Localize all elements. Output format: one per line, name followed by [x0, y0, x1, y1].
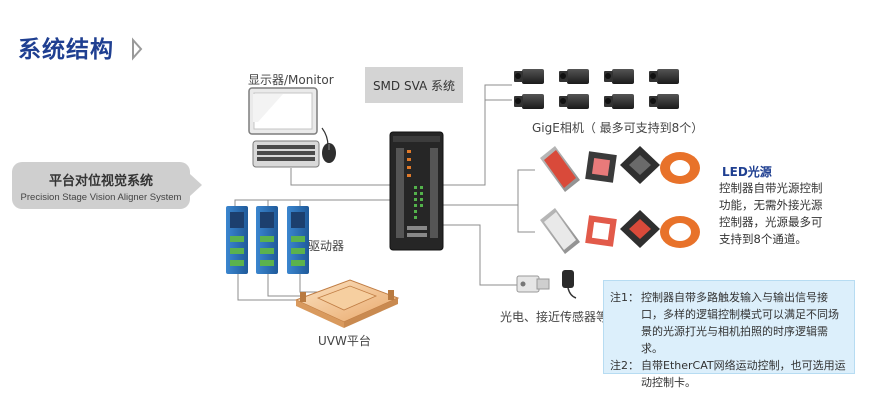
note-label: 注1： — [610, 291, 639, 304]
section-heading: 系统结构 — [18, 37, 114, 63]
pill-arrow-icon — [190, 174, 202, 196]
note-item: 注1： 控制器自带多路触发输入与输出信号接口，多样的逻辑控制模式可以满足不同场景… — [610, 289, 848, 357]
sva-system-box: SMD SVA 系统 — [365, 67, 463, 103]
driver-group — [226, 206, 309, 274]
servo-driver-icon — [287, 206, 309, 274]
led-desc-line: 控制器自带光源控制 — [719, 181, 823, 195]
dome-light-icon — [620, 146, 660, 184]
ring-light-icon — [660, 152, 700, 184]
note-text: 自带EtherCAT网络运动控制，也可选用运动控制卡。 — [641, 359, 846, 389]
camera-icon — [514, 94, 544, 109]
camera-group — [514, 69, 679, 109]
sensor-group — [516, 270, 577, 299]
note-label: 注2： — [610, 359, 639, 372]
sensors-label: 光电、接近传感器等 — [500, 310, 609, 324]
monitor-label: 显示器/Monitor — [248, 73, 334, 87]
cameras-label: GigE相机（ 最多可支持到8个） — [532, 121, 704, 135]
system-title-cn: 平台对位视觉系统 — [48, 174, 153, 189]
notes-box: 注1： 控制器自带多路触发输入与输出信号接口，多样的逻辑控制模式可以满足不同场景… — [603, 280, 855, 389]
uvw-stage-icon — [294, 279, 400, 328]
led-desc-line: 支持到8个通道。 — [719, 232, 807, 246]
servo-driver-icon — [256, 206, 278, 274]
camera-icon — [514, 69, 544, 84]
monitor-icon — [248, 87, 318, 135]
proximity-sensor-icon — [562, 270, 577, 299]
servo-driver-icon — [226, 206, 248, 274]
ring-light-icon — [660, 216, 700, 248]
led-title: LED光源 — [722, 165, 772, 179]
camera-icon — [604, 69, 634, 84]
led-desc-line: 功能，无需外接光源 — [719, 198, 823, 212]
led-light-group — [540, 146, 700, 192]
camera-icon — [604, 94, 634, 109]
note-text: 控制器自带多路触发输入与输出信号接口，多样的逻辑控制模式可以满足不同场景的光源打… — [641, 291, 839, 355]
led-desc-line: 控制器，光源最多可 — [719, 215, 823, 229]
bar-light-icon — [540, 208, 580, 254]
connection-lines — [234, 84, 535, 301]
camera-icon — [649, 94, 679, 109]
controller-icon — [389, 131, 444, 251]
camera-icon — [649, 69, 679, 84]
keyboard-icon — [252, 140, 320, 168]
photoelectric-sensor-icon — [516, 275, 550, 293]
dome-light-icon — [620, 210, 660, 248]
sva-system-label: SMD SVA 系统 — [372, 78, 456, 93]
system-title-en: Precision Stage Vision Aligner System — [20, 192, 182, 203]
note-item: 注2： 自带EtherCAT网络运动控制，也可选用运动控制卡。 — [610, 357, 848, 391]
camera-icon — [559, 94, 589, 109]
camera-icon — [559, 69, 589, 84]
uvw-label: UVW平台 — [318, 334, 371, 348]
led-description: 控制器自带光源控制 功能，无需外接光源 控制器，光源最多可 支持到8个通道。 — [719, 180, 849, 248]
led-light-group — [540, 208, 700, 254]
square-light-icon — [585, 215, 617, 247]
mouse-icon — [321, 127, 336, 163]
square-light-icon — [585, 151, 617, 183]
system-name-pill: 平台对位视觉系统 Precision Stage Vision Aligner … — [12, 162, 190, 209]
heading-chevron-icon — [132, 37, 143, 61]
driver-label: 驱动器 — [308, 239, 345, 253]
bar-light-icon — [540, 146, 580, 192]
